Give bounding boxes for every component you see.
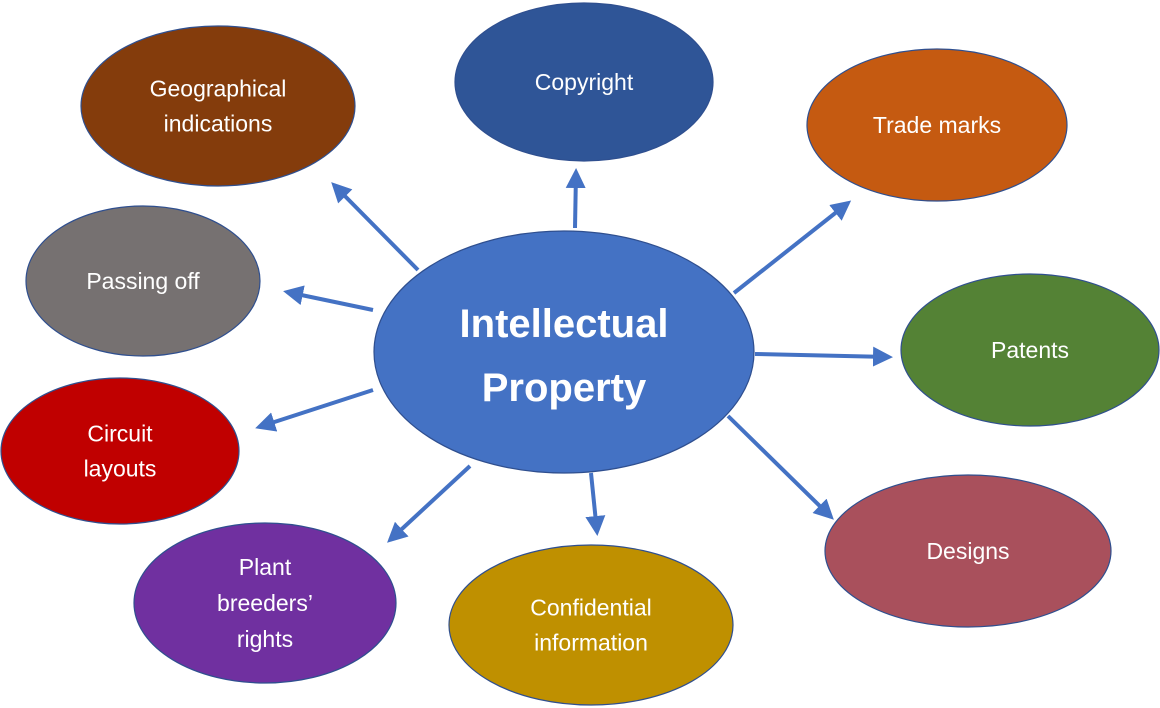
plant-breeders-rights-ellipse	[133, 522, 397, 684]
hub-label-line-2: Property	[482, 366, 647, 410]
copyright-ellipse	[454, 2, 714, 162]
circuit-layouts-ellipse	[0, 377, 240, 525]
designs-ellipse	[824, 474, 1112, 628]
plant-breeders-rights-label-line-3: rights	[237, 626, 293, 652]
copyright-label-line-1: Copyright	[535, 69, 634, 95]
patents-ellipse	[900, 273, 1160, 427]
arrow-to-trade-marks	[732, 200, 852, 295]
trade-marks-ellipse	[806, 48, 1068, 202]
circuit-layouts-label-line-2: layouts	[84, 456, 157, 482]
node-designs: Designs	[824, 474, 1112, 628]
node-circuit-layouts: Circuit layouts	[0, 377, 240, 525]
arrow-to-plant-breeders-rights	[387, 464, 472, 543]
passing-off-label-line-1: Passing off	[86, 268, 200, 294]
arrow-to-circuit-layouts	[255, 388, 374, 432]
geographical-indications-ellipse	[80, 25, 356, 187]
geographical-indications-label-line-1: Geographical	[150, 76, 287, 102]
node-geographical-indications: Geographical indications	[80, 25, 356, 187]
plant-breeders-rights-label-line-2: breeders’	[217, 590, 313, 616]
hub-ellipse	[373, 230, 755, 474]
arrow-to-designs	[726, 414, 834, 520]
arrow-to-geographical-indications	[331, 182, 420, 272]
node-copyright: Copyright	[454, 2, 714, 162]
designs-label-line-1: Designs	[926, 538, 1009, 564]
circuit-layouts-label-line-1: Circuit	[87, 421, 153, 447]
plant-breeders-rights-label-line-1: Plant	[239, 554, 292, 580]
arrow-to-patents	[754, 346, 893, 367]
node-passing-off: Passing off	[25, 205, 261, 357]
hub-label-line-1: Intellectual	[460, 302, 669, 346]
geographical-indications-label-line-2: indications	[164, 111, 273, 137]
confidential-information-label-line-1: Confidential	[530, 595, 651, 621]
confidential-information-label-line-2: information	[534, 630, 648, 656]
node-trade-marks: Trade marks	[806, 48, 1068, 202]
trade-marks-label-line-1: Trade marks	[873, 112, 1001, 138]
arrow-to-copyright	[565, 168, 586, 229]
arrow-to-confidential-information	[585, 472, 606, 536]
node-plant-breeders-rights: Plant breeders’ rights	[133, 522, 397, 684]
node-patents: Patents	[900, 273, 1160, 427]
patents-label-line-1: Patents	[991, 337, 1069, 363]
confidential-information-ellipse	[448, 544, 734, 706]
connector-arrows	[255, 168, 893, 543]
node-confidential-information: Confidential information	[448, 544, 734, 706]
arrow-to-passing-off	[283, 285, 374, 312]
passing-off-ellipse	[25, 205, 261, 357]
